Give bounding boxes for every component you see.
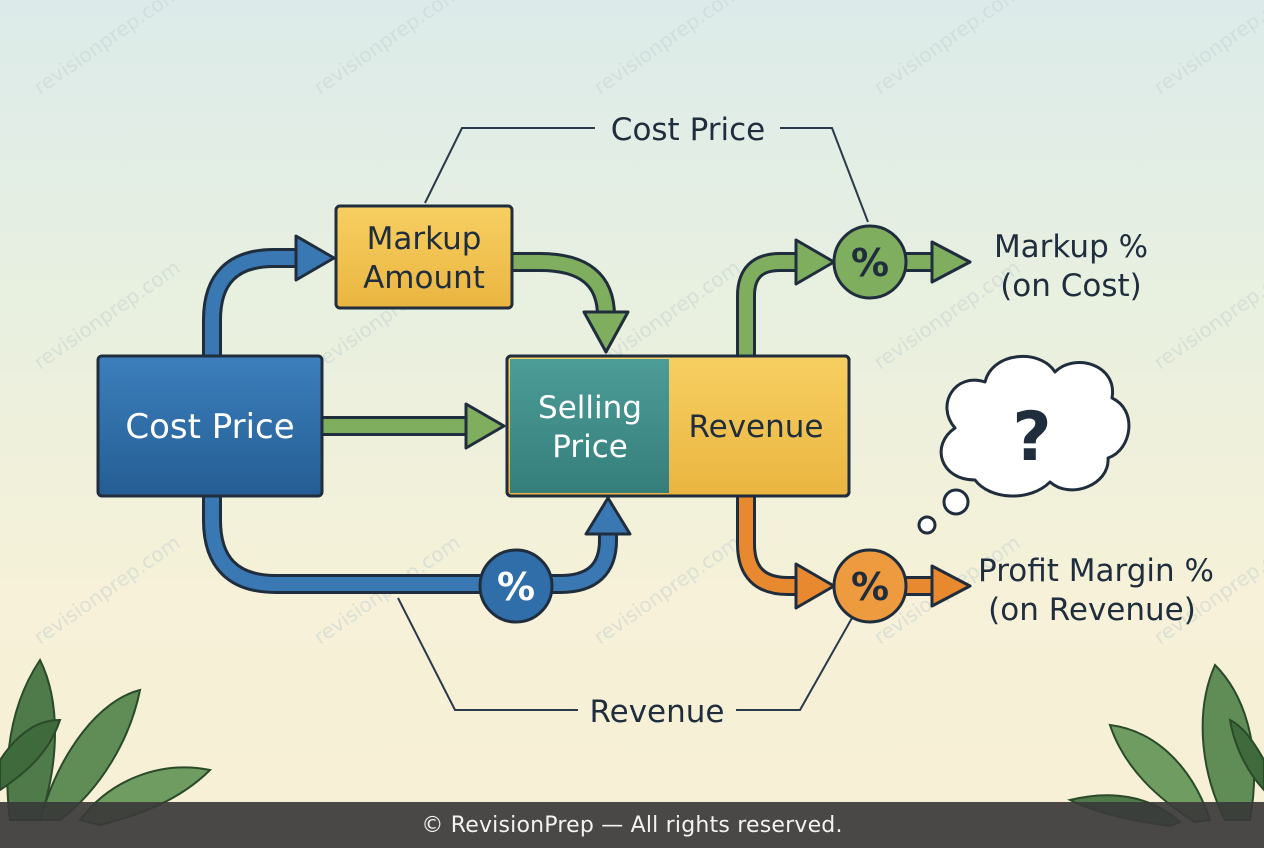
arrow-selling-to-markup-pct bbox=[736, 238, 836, 355]
bottom-bracket-line bbox=[397, 597, 853, 711]
arrow-revenue-to-profit-pct bbox=[736, 496, 836, 610]
arrow-cost-to-markup bbox=[202, 234, 336, 355]
arrow-markup-pct-out bbox=[906, 240, 972, 284]
markup-pct-label-line1: Markup % bbox=[994, 229, 1148, 265]
thought-bubble-icon: ? bbox=[917, 354, 1131, 535]
arrow-profit-pct-out bbox=[906, 564, 972, 608]
watermark-text: revisionprep.com bbox=[589, 0, 744, 99]
percent-operator-bottom: % bbox=[478, 548, 554, 624]
markup-amount-label-line2: Amount bbox=[363, 260, 485, 296]
revenue-node-label: Revenue bbox=[688, 409, 823, 445]
watermark-text: revisionprep.com bbox=[29, 0, 184, 99]
cost-price-node: Cost Price bbox=[96, 354, 324, 498]
arrow-cost-to-selling bbox=[322, 402, 506, 450]
cost-price-label: Cost Price bbox=[125, 407, 294, 447]
watermark-text: revisionprep.com bbox=[29, 530, 184, 649]
watermark-text: revisionprep.com bbox=[869, 0, 1024, 99]
watermark-text: revisionprep.com bbox=[1149, 255, 1264, 374]
top-bracket-label: Cost Price bbox=[611, 112, 765, 148]
percent-operator-markup-symbol: % bbox=[851, 241, 889, 285]
markup-amount-node: Markup Amount bbox=[334, 204, 514, 310]
arrow-cost-bottom-path bbox=[202, 496, 632, 594]
foliage-left-icon bbox=[0, 658, 213, 827]
watermark-text: revisionprep.com bbox=[309, 0, 464, 99]
watermark-text: revisionprep.com bbox=[1149, 530, 1264, 649]
arrow-markup-to-selling bbox=[512, 252, 630, 354]
markup-amount-label-line1: Markup bbox=[367, 221, 482, 257]
markup-pct-label-line2: (on Cost) bbox=[1000, 268, 1142, 304]
percent-operator-profit: % bbox=[832, 548, 908, 624]
question-mark-icon: ? bbox=[1012, 398, 1051, 477]
copyright-footer: © RevisionPrep — All rights reserved. bbox=[0, 802, 1264, 848]
selling-price-label-line2: Price bbox=[552, 429, 628, 465]
selling-price-label-line1: Selling bbox=[538, 390, 642, 426]
watermark-text: revisionprep.com bbox=[1149, 0, 1264, 99]
profit-margin-pct-label-line1: Profit Margin % bbox=[978, 553, 1214, 589]
percent-operator-bottom-symbol: % bbox=[497, 565, 535, 609]
bottom-bracket-label: Revenue bbox=[589, 694, 724, 730]
percent-operator-markup: % bbox=[832, 224, 908, 300]
selling-revenue-node: Selling Price Revenue bbox=[505, 354, 851, 498]
profit-margin-pct-label-line2: (on Revenue) bbox=[988, 592, 1196, 628]
copyright-text: © RevisionPrep — All rights reserved. bbox=[421, 812, 843, 838]
percent-operator-profit-symbol: % bbox=[851, 565, 889, 609]
top-bracket-line bbox=[424, 127, 869, 223]
